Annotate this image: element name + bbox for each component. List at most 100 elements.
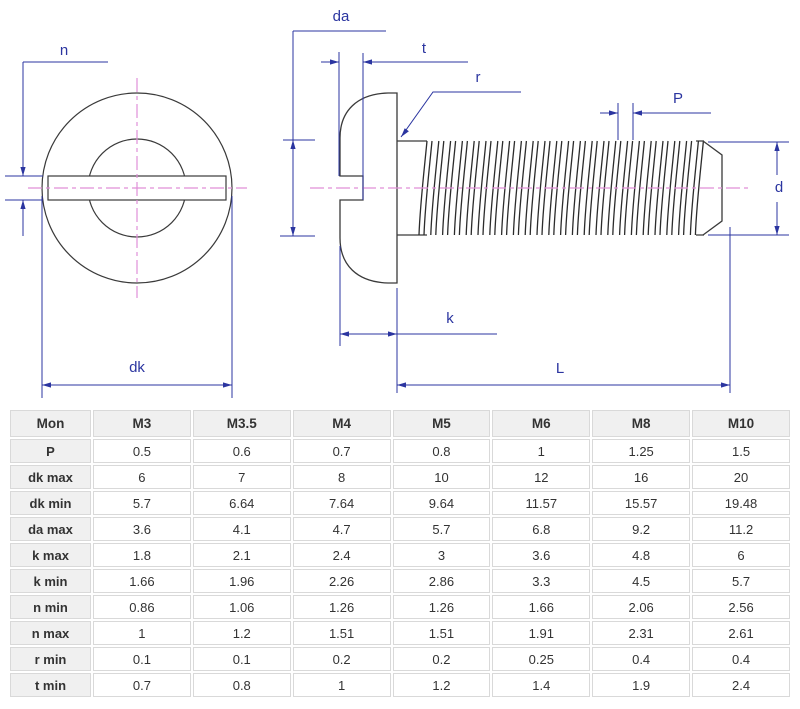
row-label: da max [10, 517, 91, 541]
value-cell: 19.48 [692, 491, 790, 515]
column-header: M10 [692, 410, 790, 437]
dim-d [708, 141, 789, 236]
value-cell: 0.5 [93, 439, 191, 463]
arrow [340, 331, 349, 337]
dimension-lines [5, 30, 789, 398]
value-cell: 1.91 [492, 621, 591, 645]
value-cell: 2.4 [692, 673, 790, 697]
dim-da [280, 30, 386, 237]
dim-label-d: d [774, 179, 784, 196]
value-cell: 12 [492, 465, 591, 489]
value-cell: 11.2 [692, 517, 790, 541]
drawing-canvas [5, 30, 789, 398]
dim-t [321, 52, 468, 200]
value-cell: 7 [192, 465, 291, 489]
arrow [223, 382, 232, 388]
value-cell: 0.1 [192, 647, 291, 671]
thread-lines [418, 140, 705, 236]
value-cell: 15.57 [592, 491, 691, 515]
dim-label-dk: dk [129, 359, 145, 376]
dim-label-t: t [421, 40, 427, 57]
value-cell: 1 [292, 673, 391, 697]
arrow [330, 59, 339, 65]
value-cell: 0.2 [292, 647, 391, 671]
value-cell: 4.1 [192, 517, 291, 541]
arrow [290, 140, 296, 149]
value-cell: 2.06 [592, 595, 691, 619]
value-cell: 5.7 [692, 569, 790, 593]
value-cell: 7.64 [292, 491, 391, 515]
value-cell: 0.25 [492, 647, 591, 671]
value-cell: 1.26 [292, 595, 391, 619]
row-label: dk max [10, 465, 91, 489]
value-cell: 4.8 [592, 543, 691, 567]
value-cell: 0.4 [692, 647, 790, 671]
shank-lines [397, 140, 704, 236]
dim-label-r: r [475, 69, 481, 86]
value-cell: 0.8 [192, 673, 291, 697]
row-label: k min [10, 569, 91, 593]
value-cell: 1.5 [692, 439, 790, 463]
value-cell: 2.26 [292, 569, 391, 593]
value-cell: 6 [93, 465, 191, 489]
column-header: M3 [93, 410, 191, 437]
value-cell: 1.51 [392, 621, 491, 645]
value-cell: 8 [292, 465, 391, 489]
value-cell: 0.2 [392, 647, 491, 671]
dim-P [600, 103, 711, 140]
value-cell: 9.2 [592, 517, 691, 541]
value-cell: 1.66 [93, 569, 191, 593]
arrow [397, 382, 406, 388]
value-cell: 3.6 [492, 543, 591, 567]
technical-drawing: n da t r P d k dk L [5, 9, 789, 398]
column-header: M6 [492, 410, 591, 437]
value-cell: 2.1 [192, 543, 291, 567]
value-cell: 4.7 [292, 517, 391, 541]
value-cell: 1.51 [292, 621, 391, 645]
row-label: n min [10, 595, 91, 619]
value-cell: 2.86 [392, 569, 491, 593]
row-label: k max [10, 543, 91, 567]
value-cell: 1.25 [592, 439, 691, 463]
value-cell: 5.7 [392, 517, 491, 541]
column-header: M3.5 [192, 410, 291, 437]
dim-r-leader [400, 91, 521, 138]
row-label: n max [10, 621, 91, 645]
value-cell: 6 [692, 543, 790, 567]
arrow [609, 110, 618, 116]
value-cell: 1.2 [392, 673, 491, 697]
column-header-mon: Mon [10, 410, 91, 437]
value-cell: 1.66 [492, 595, 591, 619]
value-cell: 16 [592, 465, 691, 489]
dim-dk [41, 196, 233, 398]
value-cell: 0.4 [592, 647, 691, 671]
centerlines [28, 78, 748, 298]
dim-L [397, 227, 731, 393]
dim-label-k: k [446, 310, 454, 327]
row-label: t min [10, 673, 91, 697]
value-cell: 3 [392, 543, 491, 567]
dim-k [339, 246, 497, 393]
arrow [721, 382, 730, 388]
dimension-arrows [20, 59, 780, 388]
value-cell: 2.4 [292, 543, 391, 567]
value-cell: 1.9 [592, 673, 691, 697]
value-cell: 1.8 [93, 543, 191, 567]
arrow [633, 110, 642, 116]
value-cell: 6.64 [192, 491, 291, 515]
value-cell: 1.06 [192, 595, 291, 619]
arrow [363, 59, 372, 65]
arrow [290, 227, 296, 236]
value-cell: 4.5 [592, 569, 691, 593]
value-cell: 0.6 [192, 439, 291, 463]
